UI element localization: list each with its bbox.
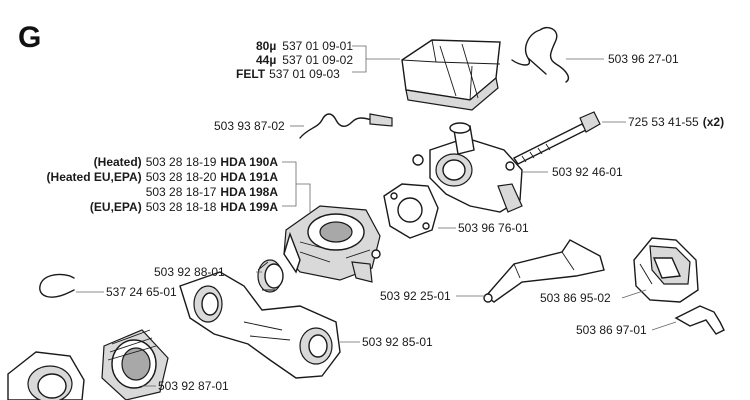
sleeve-label: 503 92 88-01 [154,265,225,279]
intake-manifold-label: 503 92 85-01 [362,335,433,349]
air-filter [401,39,501,111]
bracket [674,305,725,335]
screw [512,111,601,165]
spring-clip-label: 503 96 27-01 [608,52,679,66]
screw-label: 725 53 41-55(x2) [628,115,724,129]
intake-bellow [101,329,169,400]
air-filter-frame [633,237,699,303]
filter-housing-part [7,351,85,400]
holder-label: 503 92 46-01 [552,165,623,179]
circlip [39,273,75,298]
throttle-rod-label: 503 92 25-01 [380,289,451,303]
section-letter: G [18,21,41,54]
carburettor [283,205,381,283]
choke-rod-label: 503 93 87-02 [214,119,285,133]
carburettor-holder [412,122,523,213]
sleeve [257,259,284,293]
leader-lines [76,45,677,387]
spring-clip [511,26,570,83]
gasket [383,183,439,239]
air-filter-frame-label: 503 86 95-02 [540,291,611,305]
gasket-label: 503 96 76-01 [458,221,529,235]
intake-bellow-label: 503 92 87-01 [158,379,229,393]
bracket-label: 503 86 97-01 [576,323,647,337]
intake-manifold [179,271,341,379]
choke-rod [299,113,393,139]
circlip-label: 537 24 65-01 [106,285,177,299]
